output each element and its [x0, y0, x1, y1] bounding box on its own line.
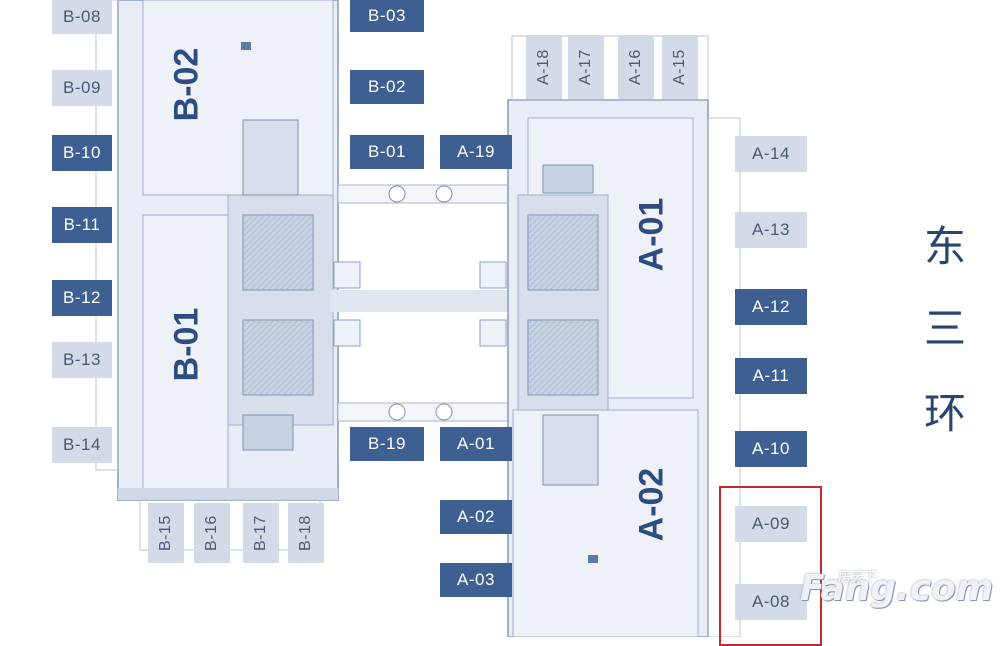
unit-a09[interactable]: A-09: [735, 506, 807, 542]
unit-b13[interactable]: B-13: [52, 342, 112, 378]
unit-a17[interactable]: A-17: [568, 35, 604, 99]
unit-b16[interactable]: B-16: [194, 503, 230, 563]
unit-a01[interactable]: A-01: [440, 427, 512, 461]
highlight-frame: [719, 486, 822, 646]
watermark-logo: Fang.com: [800, 568, 994, 609]
unit-a12[interactable]: A-12: [735, 289, 807, 325]
zone-a02-title: A-02: [632, 467, 671, 542]
watermark-cn: 房天下: [838, 570, 878, 585]
unit-b02[interactable]: B-02: [350, 70, 424, 104]
unit-b11[interactable]: B-11: [52, 207, 112, 243]
road-char-3: 环: [923, 389, 966, 438]
zone-b01-title: B-01: [167, 307, 206, 382]
unit-b17[interactable]: B-17: [243, 503, 279, 563]
unit-b12[interactable]: B-12: [52, 280, 112, 316]
tower-b: [117, 0, 339, 501]
unit-a16[interactable]: A-16: [618, 35, 654, 99]
unit-a02[interactable]: A-02: [440, 500, 512, 534]
road-char-2: 三: [923, 304, 966, 353]
unit-b15[interactable]: B-15: [148, 503, 184, 563]
unit-a18[interactable]: A-18: [526, 35, 562, 99]
road-char-1: 东: [923, 222, 966, 271]
unit-a14[interactable]: A-14: [735, 136, 807, 172]
zone-a01-title: A-01: [632, 197, 671, 272]
unit-b08[interactable]: B-08: [52, 0, 112, 34]
unit-b10[interactable]: B-10: [52, 135, 112, 171]
unit-b03[interactable]: B-03: [350, 0, 424, 32]
unit-a11[interactable]: A-11: [735, 358, 807, 394]
unit-a10[interactable]: A-10: [735, 431, 807, 467]
zone-b02-title: B-02: [167, 47, 206, 122]
unit-b01[interactable]: B-01: [350, 135, 424, 169]
bridges: [330, 184, 510, 422]
unit-a03[interactable]: A-03: [440, 563, 512, 597]
unit-b14[interactable]: B-14: [52, 427, 112, 463]
unit-b09[interactable]: B-09: [52, 70, 112, 106]
tower-a: [507, 99, 709, 637]
unit-b18[interactable]: B-18: [288, 503, 324, 563]
unit-b19[interactable]: B-19: [350, 427, 424, 461]
unit-a13[interactable]: A-13: [735, 212, 807, 248]
unit-a08[interactable]: A-08: [735, 584, 807, 620]
unit-a15[interactable]: A-15: [662, 35, 698, 99]
unit-a19[interactable]: A-19: [440, 135, 512, 169]
